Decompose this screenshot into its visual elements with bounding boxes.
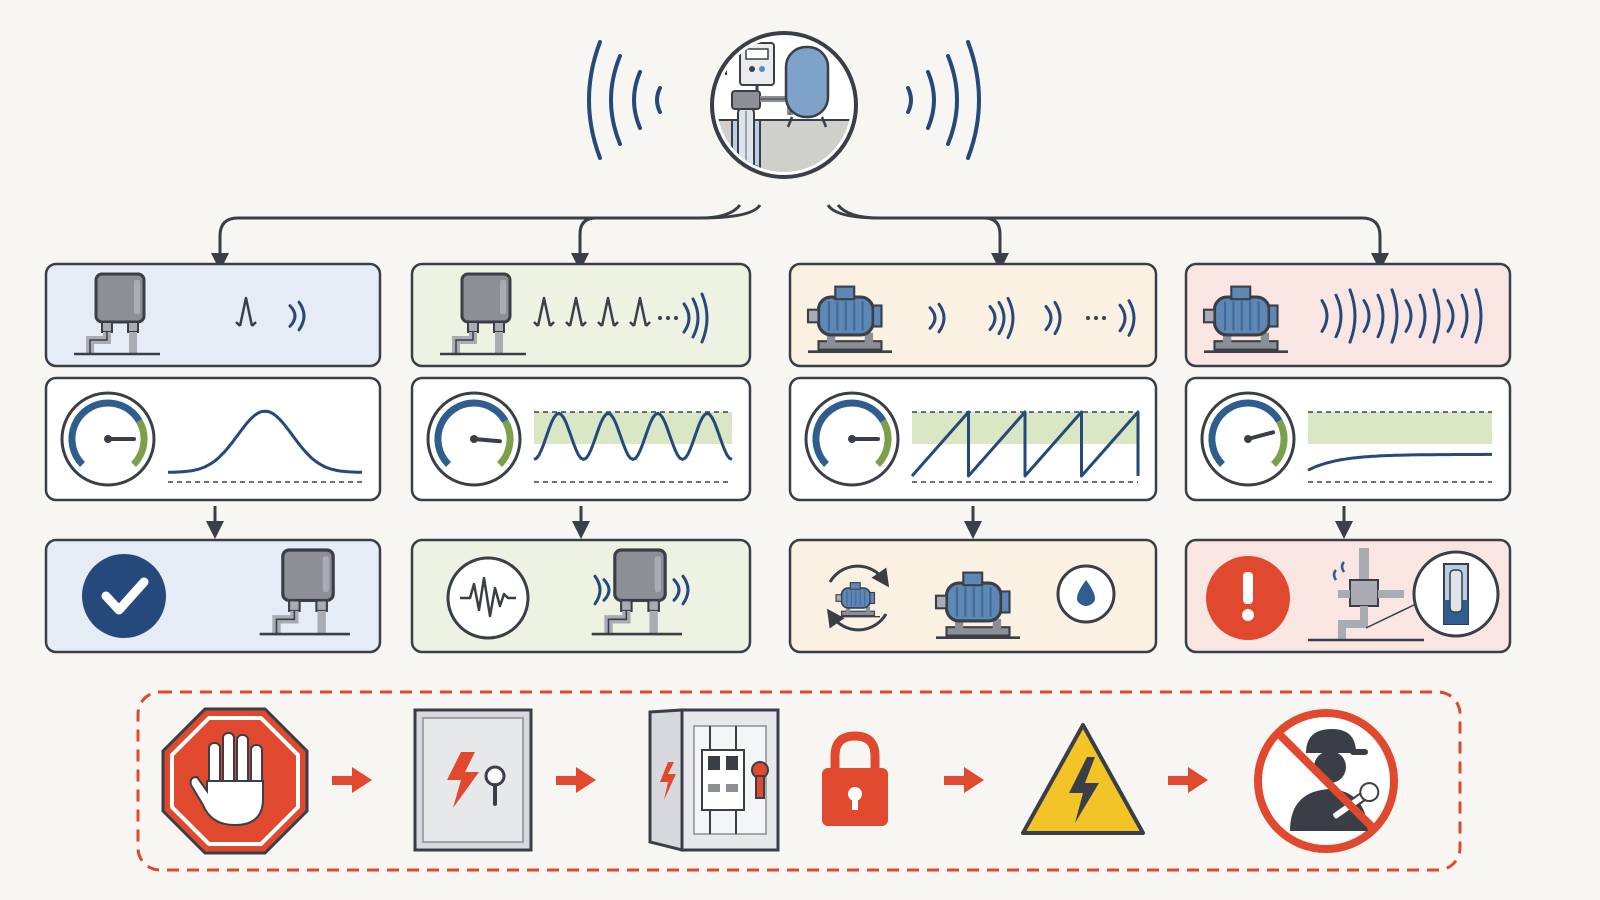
sound-waves-icon xyxy=(1044,300,1062,336)
header-group xyxy=(587,31,981,179)
click-spike-icon xyxy=(629,296,651,327)
pressure-switch-icon xyxy=(440,272,526,356)
result-card xyxy=(1184,538,1512,654)
ellipsis-icon xyxy=(658,316,678,320)
pressure-readout-card xyxy=(410,376,752,502)
pressure-curve xyxy=(533,411,733,461)
column-4 xyxy=(1184,262,1512,654)
electrical-panel-closed-icon xyxy=(413,708,533,852)
column-2 xyxy=(410,262,752,654)
pressure-curve xyxy=(1307,452,1492,472)
click-spike-icon xyxy=(533,296,555,327)
sound-source-card xyxy=(788,262,1158,368)
leaking-valve-icon xyxy=(1308,548,1424,642)
step-arrow-4 xyxy=(1168,767,1208,793)
stop-hand-icon xyxy=(161,707,309,855)
click-spike-icon xyxy=(235,296,257,327)
click-spike-icon xyxy=(565,296,587,327)
result-card xyxy=(410,538,752,654)
check-badge-icon xyxy=(82,554,166,638)
small-motor-icon xyxy=(835,582,881,618)
sound-source-card xyxy=(410,262,752,368)
pressure-gauge-icon xyxy=(1200,391,1296,487)
step-arrow-3 xyxy=(944,767,984,793)
sound-waves-icon xyxy=(1320,288,1483,344)
pressure-switch-icon xyxy=(591,548,682,636)
electrical-panel-open-icon xyxy=(648,708,780,852)
sound-waves-icon xyxy=(928,302,946,334)
pressure-readout-card xyxy=(788,376,1158,502)
padlock-icon xyxy=(822,731,888,826)
vibration-left-icon xyxy=(593,574,611,606)
electric-motor-icon xyxy=(934,571,1020,640)
pressure-readout-card xyxy=(1184,376,1512,502)
sound-waves-icon xyxy=(682,292,709,344)
water-drop-icon xyxy=(1056,564,1116,624)
column-1 xyxy=(44,262,382,654)
vibration-right-icon xyxy=(672,574,690,606)
no-technician-icon xyxy=(1254,709,1398,853)
step-arrow-2 xyxy=(556,767,596,793)
sound-source-card xyxy=(1184,262,1512,368)
pressure-curve xyxy=(910,410,1140,478)
electric-motor-icon xyxy=(1202,285,1288,354)
pressure-gauge-icon xyxy=(426,391,522,487)
target-band xyxy=(1308,412,1492,444)
well-pump-pressure-tank-icon xyxy=(710,31,858,179)
sound-waves-icon xyxy=(988,296,1015,340)
pressure-readout-card xyxy=(44,376,382,502)
high-voltage-warning-icon xyxy=(1021,723,1145,835)
pressure-gauge-icon xyxy=(804,391,900,487)
alert-badge-icon xyxy=(1206,556,1290,640)
sound-waves-icon xyxy=(288,300,306,332)
branch-connectors xyxy=(211,204,1389,271)
cycle-motor-icon xyxy=(826,564,890,632)
pressure-switch-icon xyxy=(259,548,350,636)
electric-motor-icon xyxy=(806,285,892,354)
sound-waves-right-icon xyxy=(906,40,981,160)
sound-source-card xyxy=(44,262,382,368)
sound-waves-icon xyxy=(1118,299,1136,337)
gauge-needle xyxy=(1246,430,1276,441)
pressure-switch-icon xyxy=(74,272,160,356)
oscilloscope-icon xyxy=(446,556,530,640)
click-spike-icon xyxy=(597,296,619,327)
diagnosis-columns xyxy=(44,262,1512,654)
ellipsis-icon xyxy=(1086,316,1106,320)
pressure-gauge-icon xyxy=(60,391,156,487)
result-card xyxy=(44,538,382,654)
sound-waves-left-icon xyxy=(587,40,662,160)
step-arrow-1 xyxy=(332,767,372,793)
result-card xyxy=(788,538,1158,654)
vibrating-switch-icon xyxy=(591,548,690,636)
submersible-pump-icon xyxy=(1365,550,1500,638)
pressure-curve xyxy=(167,409,363,474)
safety-sequence xyxy=(136,690,1462,872)
gauge-needle xyxy=(472,437,502,444)
column-3 xyxy=(788,262,1158,654)
